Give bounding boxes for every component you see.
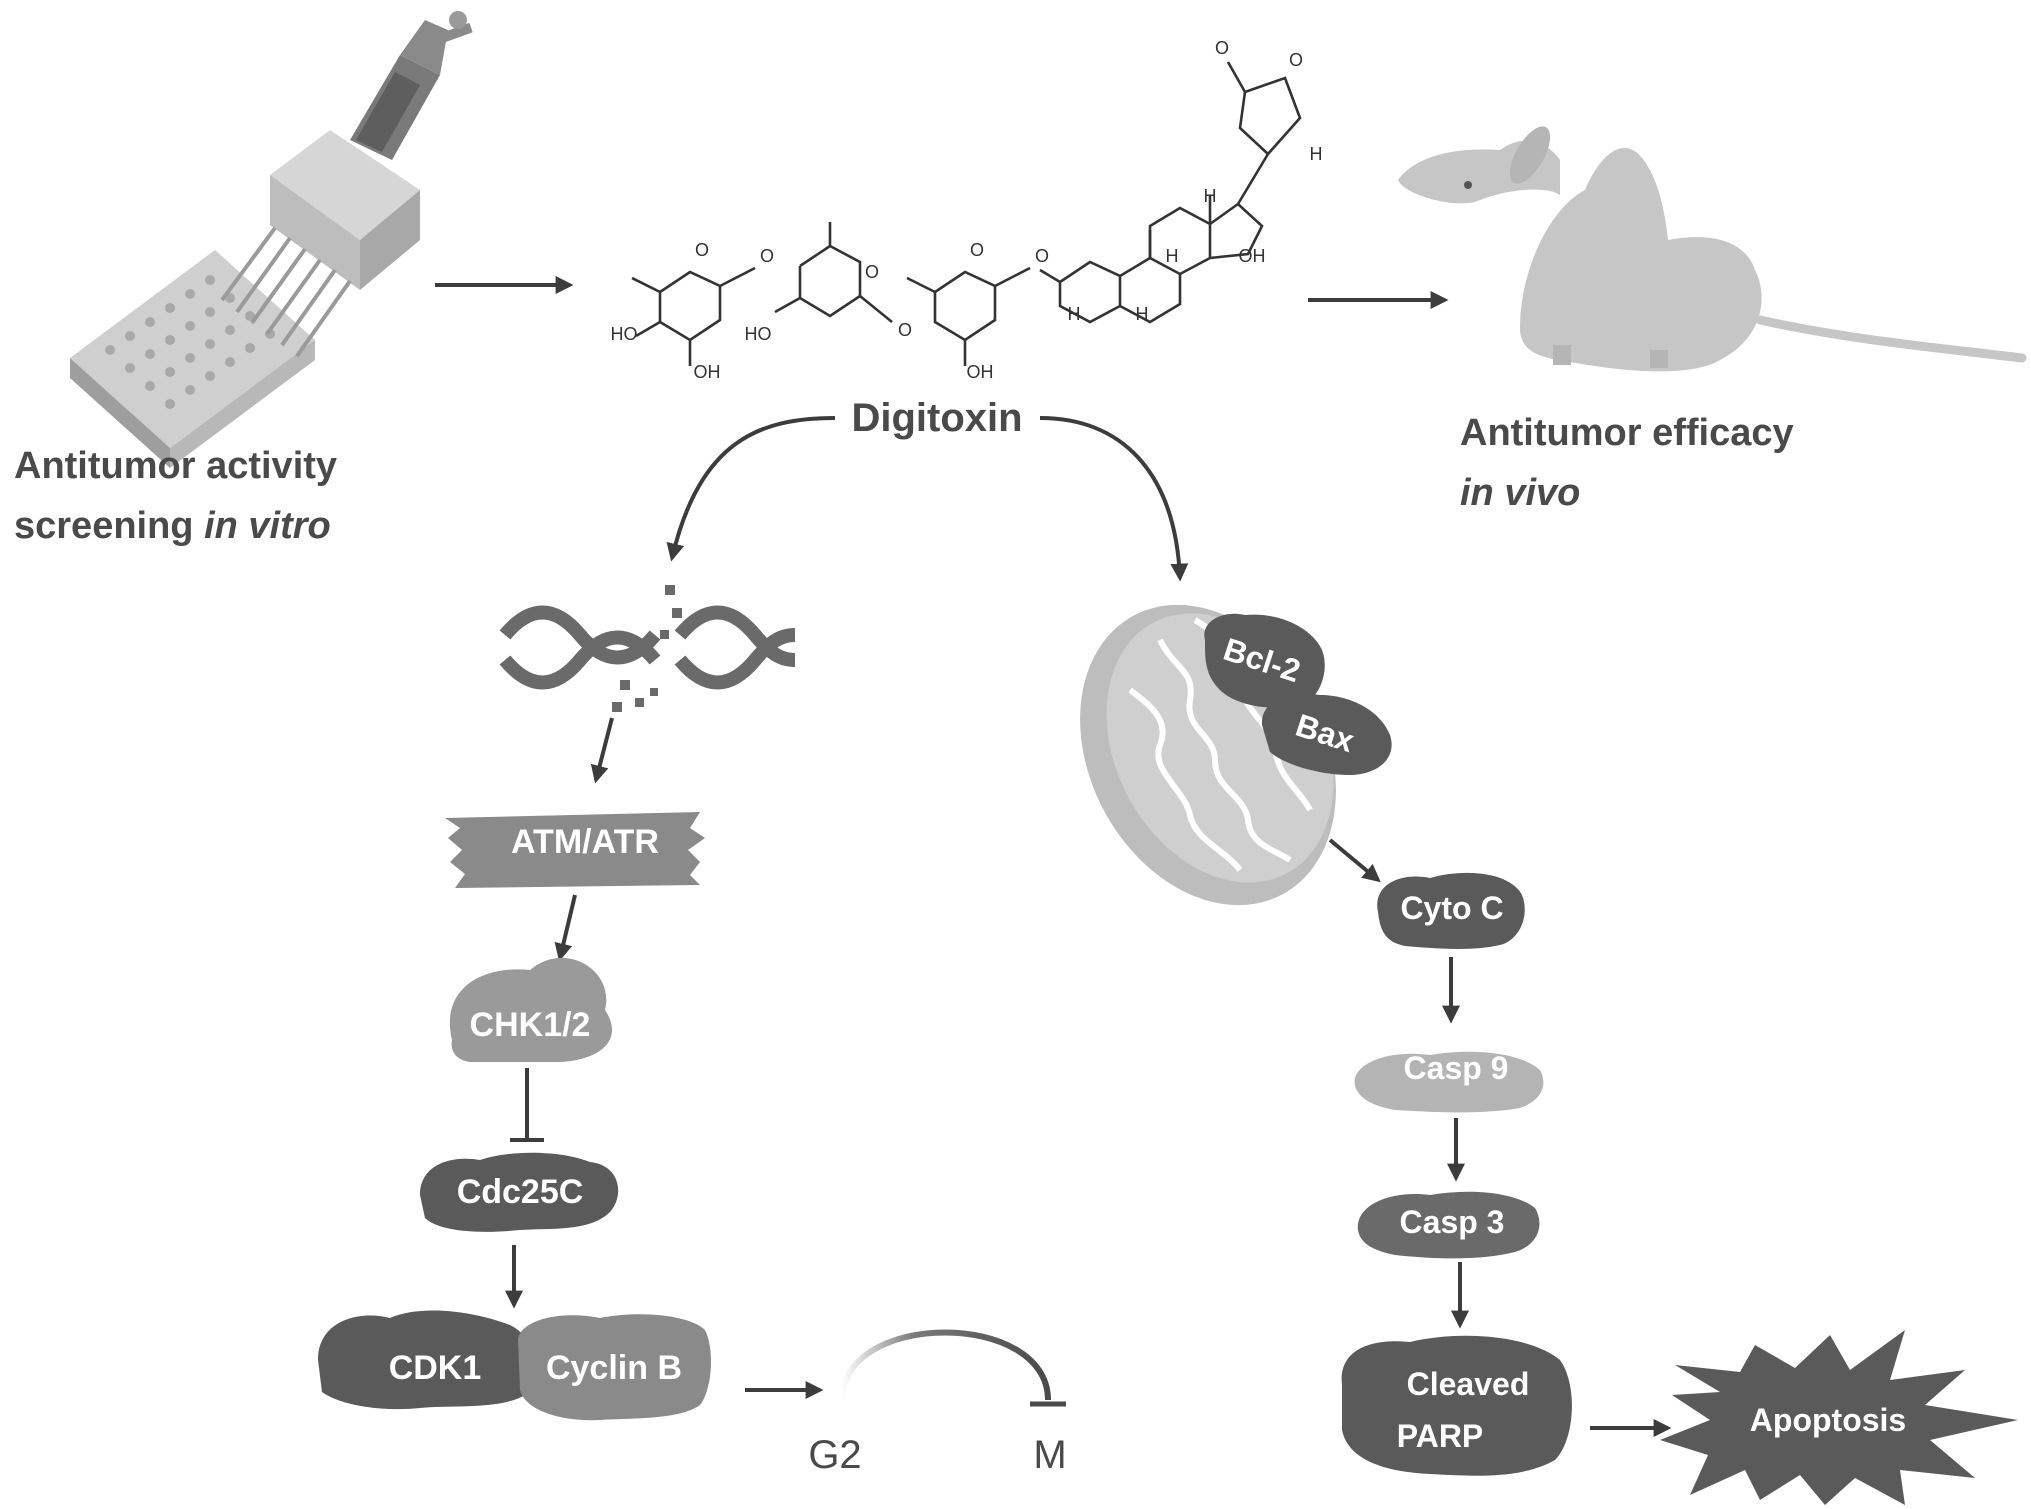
svg-text:Casp 9: Casp 9 xyxy=(1404,1050,1509,1086)
svg-text:O: O xyxy=(970,240,984,260)
svg-text:H: H xyxy=(1310,144,1323,164)
svg-text:O: O xyxy=(898,320,912,340)
svg-text:Casp 3: Casp 3 xyxy=(1400,1204,1505,1240)
g2-m-arrest-arc xyxy=(839,1329,1066,1407)
svg-text:O: O xyxy=(1289,50,1303,70)
digitoxin-atom-labels: O O O O O O O O HO HO OH OH OH H H H H H xyxy=(611,38,1323,382)
atm-atr-node: ATM/ATR xyxy=(445,812,705,888)
pipette-and-plate-icon xyxy=(70,11,473,468)
svg-text:PARP: PARP xyxy=(1397,1418,1484,1454)
svg-text:HO: HO xyxy=(745,324,772,344)
dna-fragments xyxy=(612,585,682,712)
cdc25c-node: Cdc25C xyxy=(420,1152,619,1232)
svg-text:Cyclin B: Cyclin B xyxy=(546,1349,682,1387)
cleaved-parp-node: Cleaved PARP xyxy=(1341,1335,1572,1476)
svg-text:Cdc25C: Cdc25C xyxy=(457,1173,584,1211)
svg-text:OH: OH xyxy=(694,362,721,382)
casp9-node: Casp 9 xyxy=(1354,1050,1544,1113)
arrow-digitoxin-to-mitochondrion xyxy=(1039,416,1189,582)
digitoxin-label: Digitoxin xyxy=(851,396,1022,440)
chk1-2-node: CHK1/2 xyxy=(449,957,613,1062)
svg-text:O: O xyxy=(760,246,774,266)
efficacy-label-line2: in vivo xyxy=(1460,472,1580,514)
svg-text:CHK1/2: CHK1/2 xyxy=(470,1006,591,1044)
screening-label-line1: Antitumor activity xyxy=(14,445,337,487)
svg-text:O: O xyxy=(695,240,709,260)
svg-text:O: O xyxy=(865,262,879,282)
arrow-dna-to-atm xyxy=(590,717,614,784)
svg-text:OH: OH xyxy=(967,362,994,382)
arrow-digitoxin-to-dna xyxy=(666,416,836,562)
svg-text:Cleaved: Cleaved xyxy=(1407,1366,1530,1402)
cyto-c-node: Cyto C xyxy=(1377,872,1525,949)
svg-text:H: H xyxy=(1068,304,1081,324)
svg-text:Cyto C: Cyto C xyxy=(1400,890,1503,926)
bcl2-node: Bcl-2 xyxy=(1204,613,1325,708)
chk-inhibits-cdc25c xyxy=(510,1068,544,1142)
arrow-mito-to-cytoc xyxy=(1328,838,1381,883)
apoptosis-burst: Apoptosis xyxy=(1660,1330,2018,1505)
damaged-dna-icon xyxy=(499,605,796,690)
svg-text:O: O xyxy=(1215,38,1229,58)
phase-g2-label: G2 xyxy=(808,1433,861,1477)
svg-text:H: H xyxy=(1204,186,1217,206)
cdk1-node: CDK1 xyxy=(318,1310,537,1410)
svg-text:OH: OH xyxy=(1239,246,1266,266)
svg-text:CDK1: CDK1 xyxy=(389,1349,482,1387)
arrow-atm-to-chk xyxy=(554,894,577,962)
digitoxin-structure xyxy=(631,61,1302,366)
efficacy-label-line1: Antitumor efficacy xyxy=(1460,412,1794,454)
screening-label-line2: screening in vitro xyxy=(14,505,331,547)
svg-text:H: H xyxy=(1136,304,1149,324)
bax-node: Bax xyxy=(1261,693,1392,775)
svg-text:Apoptosis: Apoptosis xyxy=(1750,1402,1906,1438)
svg-text:HO: HO xyxy=(611,324,638,344)
svg-text:O: O xyxy=(1035,246,1049,266)
svg-text:ATM/ATR: ATM/ATR xyxy=(511,823,659,861)
phase-m-label: M xyxy=(1033,1433,1066,1477)
cyclin-b-node: Cyclin B xyxy=(518,1314,712,1421)
casp3-node: Casp 3 xyxy=(1357,1191,1540,1259)
svg-text:H: H xyxy=(1166,246,1179,266)
mouse-icon xyxy=(1398,126,2027,372)
